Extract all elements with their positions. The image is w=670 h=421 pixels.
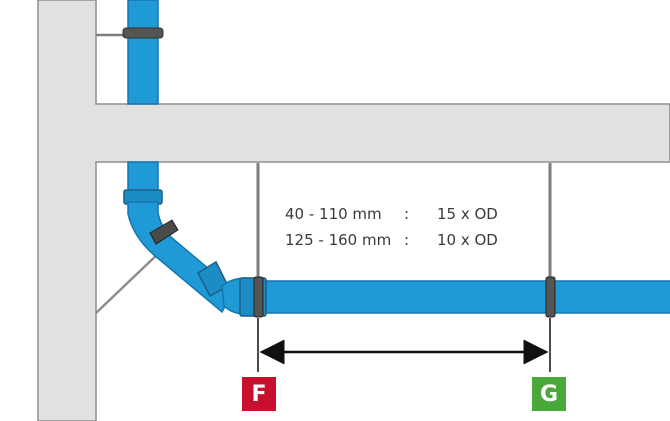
spec-row-2-spacing: 10 x OD	[437, 231, 498, 249]
vertical-pipe-lower	[123, 161, 163, 205]
elbow-clamp	[149, 219, 179, 245]
vertical-pipe-upper	[122, 0, 164, 105]
pipe-clamp-top	[122, 27, 164, 39]
spec-row-1-separator: :	[404, 205, 410, 223]
support-label-f: F	[242, 377, 276, 411]
pipe-clamps	[253, 276, 556, 318]
dimension-lines	[257, 318, 551, 372]
clamp-f	[253, 276, 264, 318]
clamp-g	[545, 276, 556, 318]
spec-row-1-range: 40 - 110 mm	[285, 205, 382, 223]
horizontal-pipe	[239, 277, 670, 317]
diagonal-brace	[95, 249, 163, 314]
spec-row-1-spacing: 15 x OD	[437, 205, 498, 223]
support-label-g: G	[532, 377, 566, 411]
pipe-elbow	[127, 201, 247, 315]
spec-row-2-range: 125 - 160 mm	[285, 231, 392, 249]
spec-row-2-separator: :	[404, 231, 410, 249]
